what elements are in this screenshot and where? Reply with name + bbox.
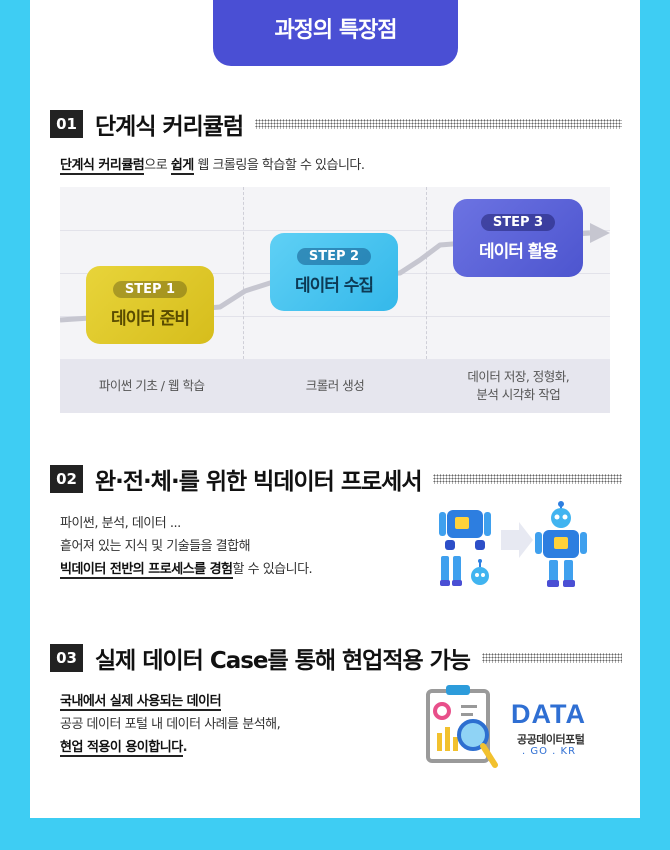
- footer-text: 크롤러 생성: [305, 378, 365, 393]
- grid-line: [243, 187, 244, 359]
- desc-text: 으로: [144, 158, 171, 173]
- desc-text: 할 수 있습니다.: [232, 562, 313, 577]
- section-2-description: 파이썬, 분석, 데이터 ... 흩어져 있는 지식 및 기술들을 결합해 빅데…: [60, 512, 313, 581]
- step-1-card: STEP 1 데이터 준비: [86, 266, 214, 344]
- section-number: 02: [50, 465, 83, 493]
- page-title: 과정의 특장점: [213, 0, 458, 66]
- robot-assembly-illustration: [439, 501, 587, 587]
- section-1-description: 단계식 커리큘럼으로 쉽게 웹 크롤링을 학습할 수 있습니다.: [60, 154, 365, 177]
- underlined-text: 단계식 커리큘럼: [60, 158, 145, 175]
- dotted-divider: [255, 119, 622, 129]
- step-badge: STEP 2: [296, 248, 372, 265]
- logo-wordmark: DATA: [511, 699, 586, 729]
- desc-text: .: [182, 740, 188, 755]
- footer-cell: 파이썬 기초 / 웹 학습: [60, 359, 243, 413]
- section-1-heading: 01 단계식 커리큘럼: [50, 109, 622, 140]
- step-label: 데이터 준비: [110, 309, 190, 329]
- step-badge: STEP 1: [112, 281, 188, 298]
- footer-cell: 크롤러 생성: [243, 359, 426, 413]
- footer-cell: 데이터 저장, 정형화, 분석 시각화 작업: [427, 359, 610, 413]
- section-title: 완·전·체·를 위한 빅데이터 프로세서: [95, 469, 422, 495]
- clipboard-chart-icon: [426, 685, 498, 768]
- underlined-text: 현업 적용이 용이합니다: [60, 740, 183, 757]
- underlined-text: 국내에서 실제 사용되는 데이터: [60, 694, 222, 711]
- robot-icon: [535, 501, 587, 587]
- step-badge: STEP 3: [480, 214, 556, 231]
- underlined-text: 빅데이터 전반의 프로세스를 경험: [60, 562, 233, 579]
- dotted-divider: [481, 653, 622, 663]
- footer-text: 분석 시각화 작업: [476, 387, 561, 402]
- curriculum-steps-chart: STEP 1 데이터 준비 STEP 2 데이터 수집 STEP 3 데이터 활…: [60, 187, 610, 413]
- grid-line: [60, 316, 610, 317]
- data-portal-logo-area: DATA 공공데이터포털 . GO . KR: [425, 683, 605, 775]
- grid-line: [60, 230, 610, 231]
- section-number: 01: [50, 110, 83, 138]
- section-title: 단계식 커리큘럼: [95, 114, 244, 140]
- robot-parts-icon: [439, 510, 491, 586]
- step-2-card: STEP 2 데이터 수집: [270, 233, 398, 311]
- desc-line: 파이썬, 분석, 데이터 ...: [60, 516, 181, 531]
- section-title: 실제 데이터 Case를 통해 현업적용 가능: [95, 648, 471, 674]
- arrow-right-icon: [501, 522, 533, 558]
- chart-footer: 파이썬 기초 / 웹 학습 크롤러 생성 데이터 저장, 정형화, 분석 시각화 …: [60, 359, 610, 413]
- section-3-heading: 03 실제 데이터 Case를 통해 현업적용 가능: [50, 643, 622, 674]
- step-label: 데이터 수집: [294, 276, 374, 296]
- step-3-card: STEP 3 데이터 활용: [453, 199, 583, 277]
- footer-text: 파이썬 기초 / 웹 학습: [98, 378, 205, 393]
- desc-text: 웹 크롤링을 학습할 수 있습니다.: [193, 158, 365, 173]
- magnifier-icon: [457, 719, 498, 768]
- section-number: 03: [50, 644, 83, 672]
- logo-domain: . GO . KR: [522, 746, 577, 757]
- section-2-heading: 02 완·전·체·를 위한 빅데이터 프로세서: [50, 464, 622, 495]
- grid-line: [426, 187, 427, 359]
- section-3-description: 국내에서 실제 사용되는 데이터 공공 데이터 포털 내 데이터 사례를 분석해…: [60, 690, 281, 759]
- desc-line: 흩어져 있는 지식 및 기술들을 결합해: [60, 539, 251, 554]
- step-label: 데이터 활용: [478, 242, 558, 262]
- logo-subtitle: 공공데이터포털: [517, 733, 585, 746]
- desc-line: 공공 데이터 포털 내 데이터 사례를 분석해,: [60, 717, 281, 732]
- footer-text: 데이터 저장, 정형화,: [467, 369, 570, 384]
- underlined-text: 쉽게: [170, 158, 194, 175]
- dotted-divider: [433, 474, 622, 484]
